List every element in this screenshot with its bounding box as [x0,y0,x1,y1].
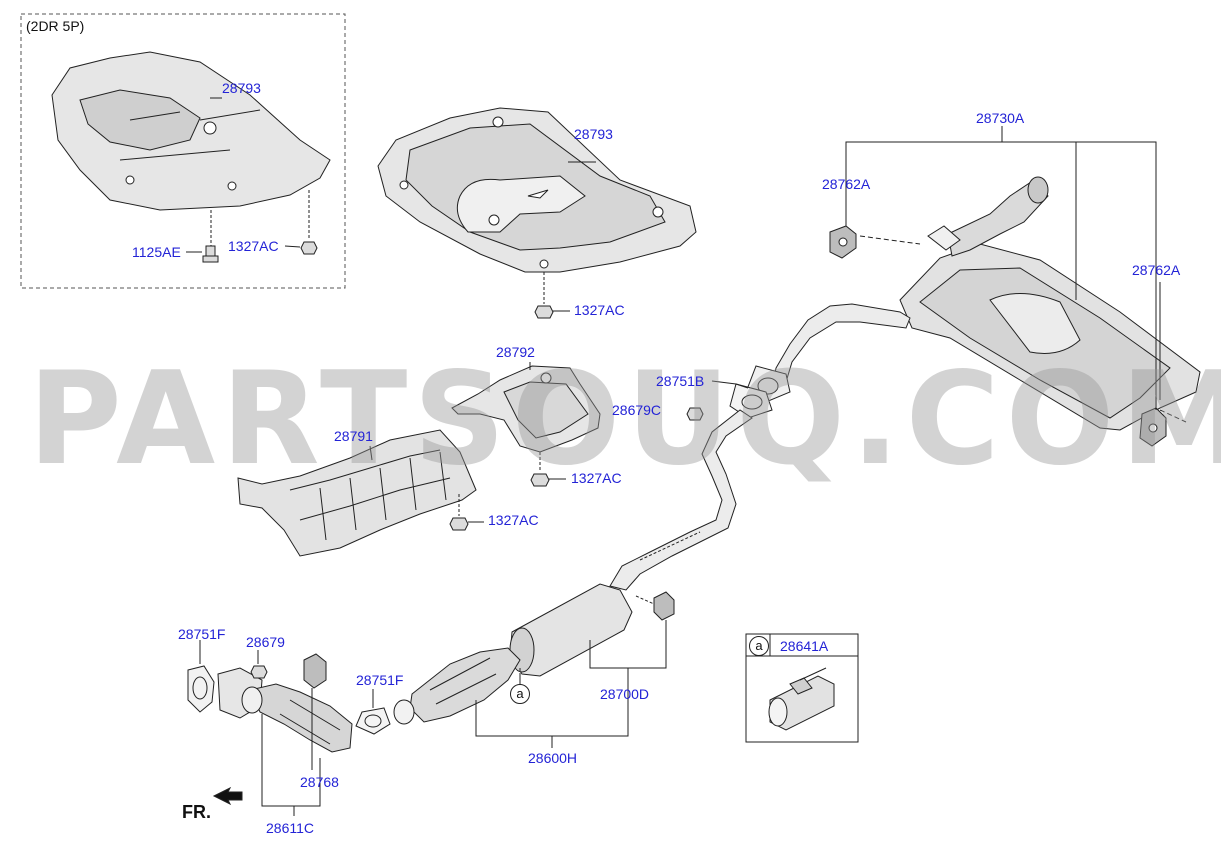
label-1327AC-low[interactable]: 1327AC [488,512,539,528]
inset-title: (2DR 5P) [26,18,85,34]
front-pipe-catalyst [409,647,521,723]
label-28611C[interactable]: 28611C [266,820,315,836]
gasket-28751F-left [187,665,215,713]
gasket-28751B [729,383,773,419]
nut-28679C-icon [686,407,704,421]
label-28600H[interactable]: 28600H [528,750,578,766]
label-28751B[interactable]: 28751B [656,373,705,389]
label-1327AC-shield[interactable]: 1327AC [574,302,625,318]
inset-frame [20,13,346,289]
rubber-hanger-28768 [303,653,327,689]
center-pipe-rear [773,303,911,383]
callout-a-box: a [749,636,769,656]
label-28762A-right[interactable]: 28762A [1132,262,1181,278]
bolt-1125AE-icon [202,245,219,263]
nut-28679-icon [250,665,268,679]
label-28793-main[interactable]: 28793 [574,126,613,142]
rubber-hanger-center [653,591,675,621]
label-28641A[interactable]: 28641A [780,638,829,654]
heat-shield-28791 [237,429,477,557]
gasket-28751F-mid [355,707,391,735]
label-28792[interactable]: 28792 [496,344,535,360]
label-28751F-mid[interactable]: 28751F [356,672,404,688]
nut-1327AC-low-icon [449,517,469,531]
label-28751F-left[interactable]: 28751F [178,626,226,642]
nut-1327AC-shield-icon [534,305,554,319]
label-28730A[interactable]: 28730A [976,110,1025,126]
label-28791[interactable]: 28791 [334,428,373,444]
part-28641A-box [745,633,859,743]
center-pipe [609,409,753,591]
manifold-converter [249,683,353,753]
label-28679C[interactable]: 28679C [612,402,662,418]
front-direction-arrow-icon [212,786,243,806]
label-1125AE[interactable]: 1125AE [132,244,181,260]
label-28700D[interactable]: 28700D [600,686,650,702]
callout-a-main[interactable]: a [510,684,530,704]
label-28768[interactable]: 28768 [300,774,339,790]
label-28679[interactable]: 28679 [246,634,285,650]
label-28793-inset[interactable]: 28793 [222,80,261,96]
nut-1327AC-inset-icon [300,241,318,255]
nut-1327AC-mid-icon [530,473,550,487]
clamp-28641A-icon [768,667,835,731]
front-direction-label: FR. [182,802,211,822]
label-1327AC-inset[interactable]: 1327AC [228,238,279,254]
label-1327AC-mid[interactable]: 1327AC [571,470,622,486]
label-28762A-top[interactable]: 28762A [822,176,871,192]
